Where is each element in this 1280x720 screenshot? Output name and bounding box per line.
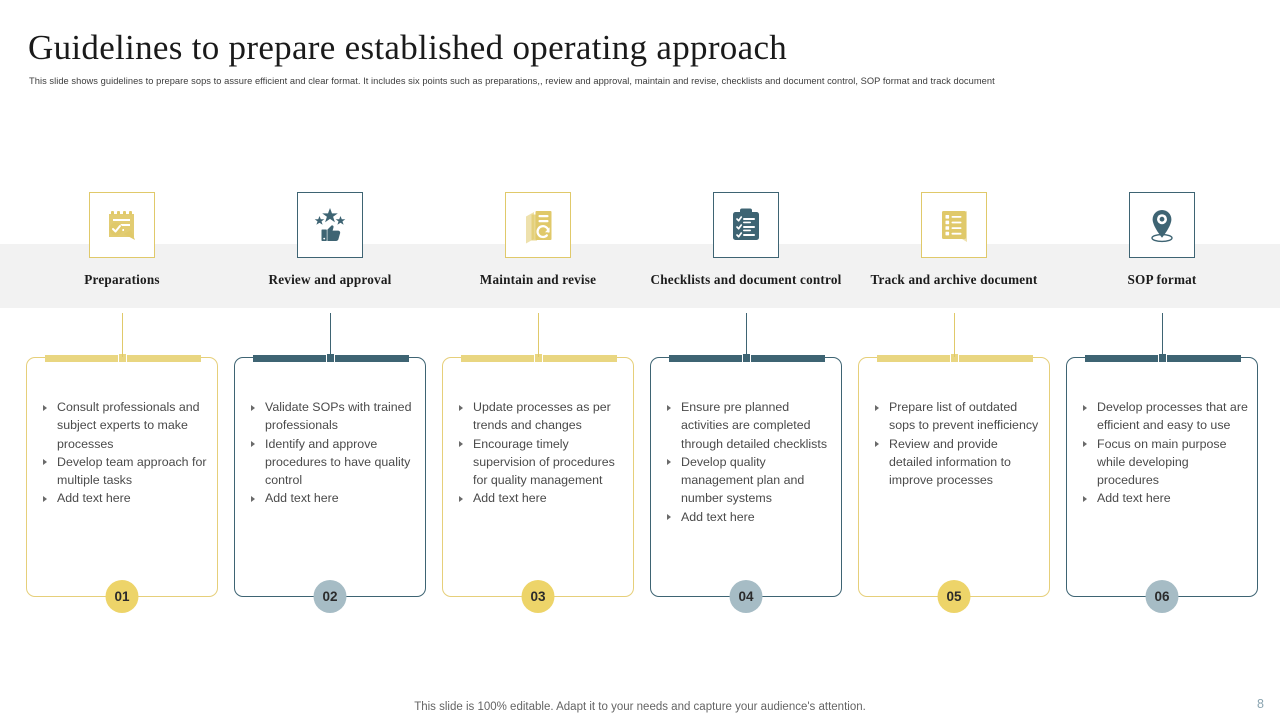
bullet-item: Identify and approve procedures to have … [249,435,417,490]
icon-box-01[interactable] [89,192,155,258]
bullet-item: Add text here [457,489,625,507]
step-column-04: Checklists and document control Ensure p… [642,0,850,720]
bullet-item: Update processes as per trends and chang… [457,398,625,435]
step-card-01[interactable]: Consult professionals and subject expert… [26,353,218,613]
notepad-pen-icon [102,205,142,245]
step-column-05: Track and archive document Prepare list … [850,0,1058,720]
bullet-item: Add text here [665,508,833,526]
step-badge-01: 01 [105,580,139,613]
icon-box-05[interactable] [921,192,987,258]
bullet-list-02: Validate SOPs with trained professionals… [249,398,417,508]
step-column-06: SOP format Develop processes that are ef… [1058,0,1266,720]
step-badge-02: 02 [313,580,347,613]
bullet-item: Develop quality management plan and numb… [665,453,833,508]
clipboard-check-icon [726,205,766,245]
step-label-04: Checklists and document control [650,272,842,287]
bullet-item: Develop team approach for multiple tasks [41,453,209,490]
step-badge-04: 04 [729,580,763,613]
notebook-list-icon [934,205,974,245]
icon-box-03[interactable] [505,192,571,258]
label-band [0,244,1280,308]
icon-box-04[interactable] [713,192,779,258]
bullet-item: Add text here [1081,489,1249,507]
bullet-item: Encourage timely supervision of procedur… [457,435,625,490]
bullet-item: Review and provide detailed information … [873,435,1041,490]
step-badge-05: 05 [937,580,971,613]
step-column-03: Maintain and revise Update processes as … [434,0,642,720]
bullet-item: Focus on main purpose while developing p… [1081,435,1249,490]
bullet-item: Develop processes that are efficient and… [1081,398,1249,435]
page-number: 8 [1257,697,1264,711]
bullet-item: Add text here [249,489,417,507]
thumbs-up-stars-icon [310,205,350,245]
bullet-item: Validate SOPs with trained professionals [249,398,417,435]
bullet-list-06: Develop processes that are efficient and… [1081,398,1249,508]
step-badge-06: 06 [1145,580,1179,613]
footer-note: This slide is 100% editable. Adapt it to… [414,701,866,713]
bullet-item: Prepare list of outdated sops to prevent… [873,398,1041,435]
icon-box-06[interactable] [1129,192,1195,258]
location-pin-icon [1142,205,1182,245]
step-label-06: SOP format [1127,272,1197,287]
connector-line-05 [954,313,955,357]
connector-line-02 [330,313,331,357]
connector-line-01 [122,313,123,357]
step-label-05: Track and archive document [870,272,1038,287]
documents-refresh-icon [518,205,558,245]
connector-line-06 [1162,313,1163,357]
bullet-list-05: Prepare list of outdated sops to prevent… [873,398,1041,489]
step-label-01: Preparations [84,272,160,287]
bullet-list-04: Ensure pre planned activities are comple… [665,398,833,526]
step-card-02[interactable]: Validate SOPs with trained professionals… [234,353,426,613]
bullet-list-03: Update processes as per trends and chang… [457,398,625,508]
step-column-01: Preparations Consult professionals and s… [18,0,226,720]
page-subtitle: This slide shows guidelines to prepare s… [29,76,995,86]
step-card-05[interactable]: Prepare list of outdated sops to prevent… [858,353,1050,613]
bullet-item: Add text here [41,489,209,507]
step-badge-03: 03 [521,580,555,613]
bullet-item: Ensure pre planned activities are comple… [665,398,833,453]
step-label-02: Review and approval [268,272,392,287]
bullet-list-01: Consult professionals and subject expert… [41,398,209,508]
step-label-03: Maintain and revise [479,272,597,287]
step-card-04[interactable]: Ensure pre planned activities are comple… [650,353,842,613]
step-card-03[interactable]: Update processes as per trends and chang… [442,353,634,613]
connector-line-04 [746,313,747,357]
bullet-item: Consult professionals and subject expert… [41,398,209,453]
step-card-06[interactable]: Develop processes that are efficient and… [1066,353,1258,613]
connector-line-03 [538,313,539,357]
page-title: Guidelines to prepare established operat… [28,28,788,67]
icon-box-02[interactable] [297,192,363,258]
step-column-02: Review and approval Validate SOPs with t… [226,0,434,720]
